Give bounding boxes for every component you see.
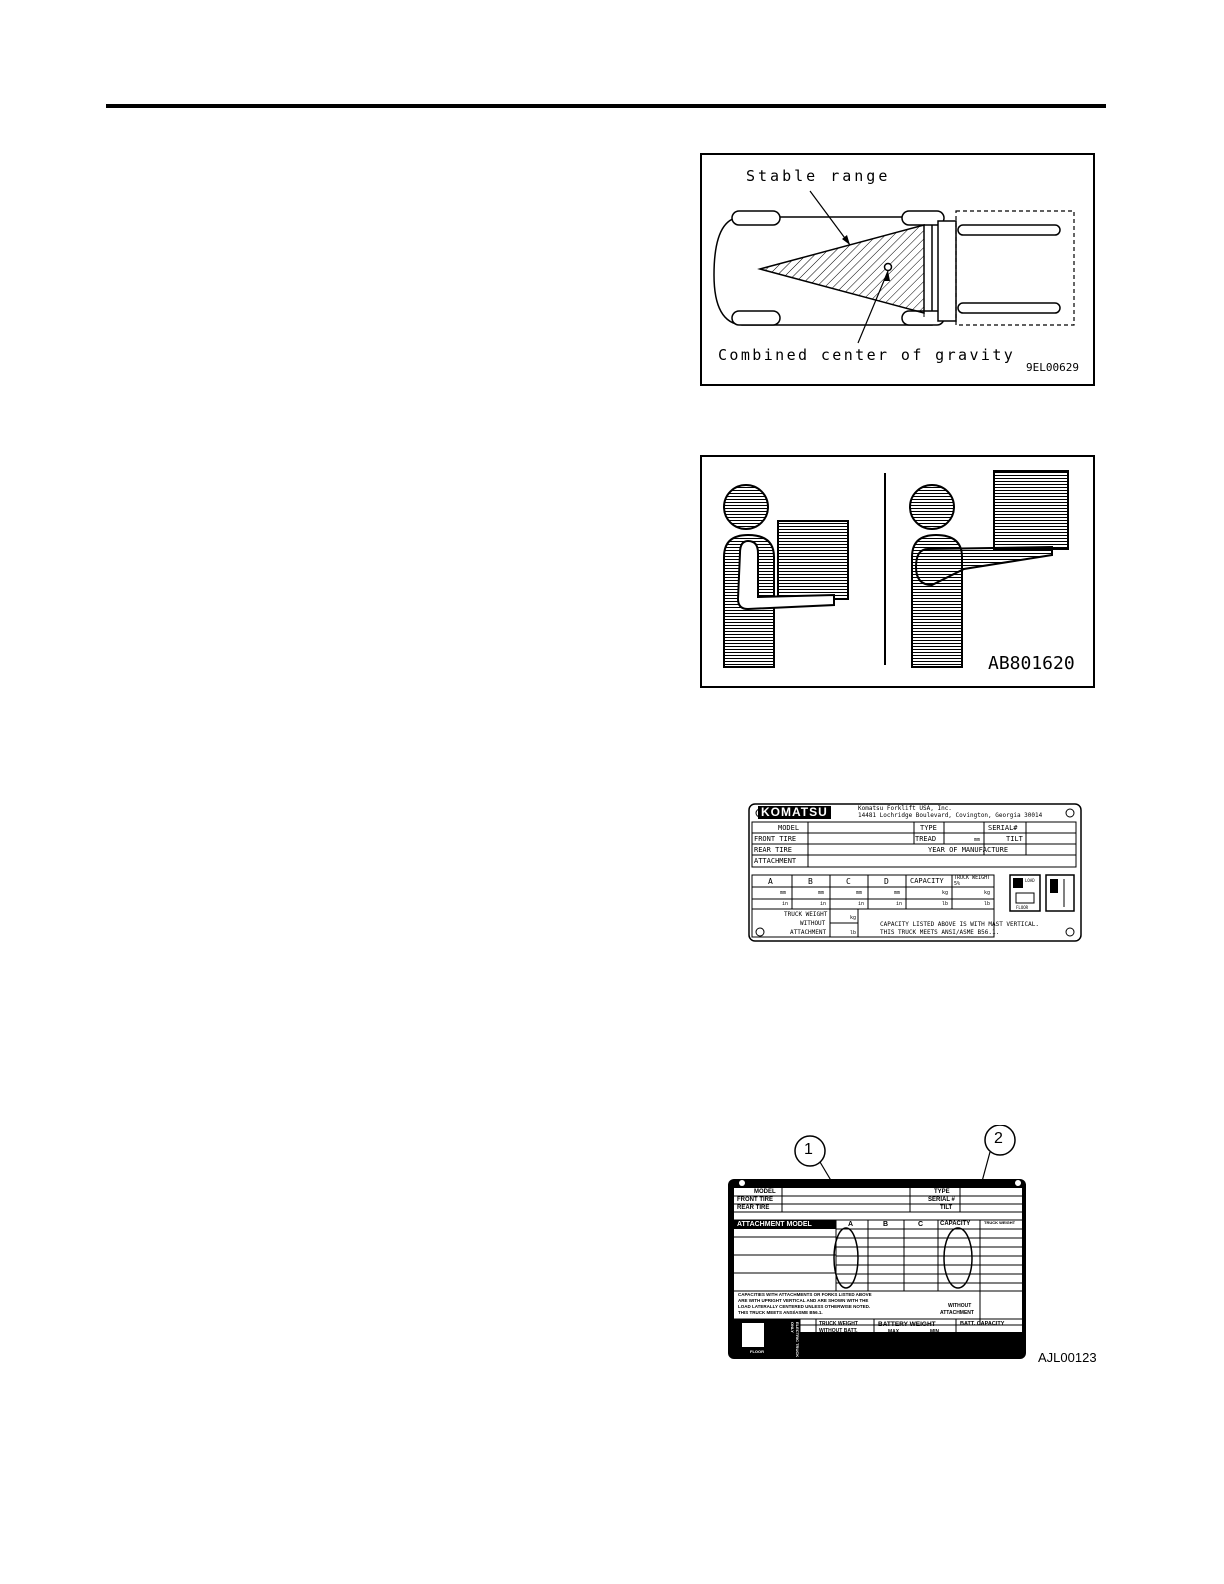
komatsu-logo: KOMATSU xyxy=(758,806,831,819)
callout-1: 1 xyxy=(804,1141,813,1158)
plate-mm-unit: mm xyxy=(894,890,901,896)
plate2-note-2: ARE WITH UPRIGHT VERTICAL AND ARE SHOWN … xyxy=(738,1298,869,1303)
plate-kg-unit: kg xyxy=(984,890,991,896)
figure-code: 9EL00629 xyxy=(1026,361,1079,374)
plate2-col-c: C xyxy=(918,1221,924,1228)
plate-mm-unit: mm xyxy=(974,837,981,843)
plate-in-unit: in xyxy=(782,901,789,907)
stable-range-label: Stable range xyxy=(746,167,891,185)
plate-tw-line2: WITHOUT xyxy=(800,920,826,927)
plate2-electric-label: ELECTRIC TRUCK ONLY xyxy=(790,1322,800,1358)
plate-attachment-label: ATTACHMENT xyxy=(754,857,797,865)
plate-col-d: D xyxy=(884,877,889,886)
plate-col-a: A xyxy=(768,877,773,886)
callout-2: 2 xyxy=(994,1130,1003,1147)
plate-capacity-label: CAPACITY xyxy=(910,877,944,885)
plate-front-tire-label: FRONT TIRE xyxy=(754,835,797,843)
plate-truck-weight-label: TRUCK WEIGHT 5% xyxy=(954,875,991,887)
plate2-attachment-model-label: ATTACHMENT MODEL xyxy=(737,1221,812,1228)
plate2-model-label: MODEL xyxy=(754,1189,776,1195)
plate-tw-line3: ATTACHMENT xyxy=(790,929,827,936)
plate-col-b: B xyxy=(808,877,813,886)
plate-in-unit: in xyxy=(858,901,865,907)
plate-floor-label: FLOOR xyxy=(1016,905,1029,910)
plate-lb-unit: lb xyxy=(942,901,949,907)
plate-lb-unit: lb xyxy=(984,901,991,907)
plate2-min-label: MIN xyxy=(930,1329,940,1335)
plate2-max-label: MAX xyxy=(888,1329,900,1335)
plate2-tw-attachment-label: ATTACHMENT xyxy=(940,1310,974,1316)
plate2-tw-without-label: WITHOUT xyxy=(948,1303,972,1309)
plate-note-1: CAPACITY LISTED ABOVE IS WITH MAST VERTI… xyxy=(880,921,1039,928)
plate-tw-line1: TRUCK WEIGHT xyxy=(784,911,828,918)
plate-model-label: MODEL xyxy=(778,824,800,832)
plate-tread-label: TREAD xyxy=(915,835,937,843)
plate-type-label: TYPE xyxy=(920,824,937,832)
plate2-serial-label: SERIAL # xyxy=(928,1197,955,1203)
plate-mm-unit: mm xyxy=(780,890,787,896)
plate2-truck-weight-label: TRUCK WEIGHT xyxy=(984,1220,1016,1225)
plate-company: Komatsu Forklift USA, Inc. xyxy=(858,805,952,812)
combined-center-of-gravity-label: Combined center of gravity xyxy=(718,346,1016,364)
plate-mm-unit: mm xyxy=(856,890,863,896)
plate-serial-label: SERIAL# xyxy=(988,824,1018,832)
plate2-floor-label: FLOOR xyxy=(750,1349,764,1354)
plate2-tw-batt-label-2: WITHOUT BATT. xyxy=(819,1328,858,1334)
plate2-rear-tire-label: REAR TIRE xyxy=(737,1205,770,1211)
plate2-note-3: LOAD LATERALLY CENTERED UNLESS OTHERWISE… xyxy=(738,1304,871,1309)
plate2-note-4: THIS TRUCK MEETS ANSI/ASME B56.1. xyxy=(738,1310,823,1315)
plate2-capacity-label: CAPACITY xyxy=(940,1221,971,1227)
plate-lb-unit: lb xyxy=(850,930,857,936)
plate-tilt-label: TILT xyxy=(1006,835,1023,843)
stable-range-figure: Stable range Combined center of gravity … xyxy=(700,153,1095,386)
plate-rear-tire-label: REAR TIRE xyxy=(754,846,792,854)
plate-year-label: YEAR OF MANUFACTURE xyxy=(928,846,1009,854)
plate2-front-tire-label: FRONT TIRE xyxy=(737,1197,773,1203)
plate-col-c: C xyxy=(846,877,851,886)
plate2-col-b: B xyxy=(883,1221,889,1228)
plate-address: 14481 Lochridge Boulevard, Covington, Ge… xyxy=(858,812,1043,819)
carrying-posture-figure: AB801620 xyxy=(700,455,1095,688)
figure-code: AJL00123 xyxy=(1038,1350,1097,1365)
plate2-col-a: A xyxy=(848,1221,854,1228)
capacity-plate-komatsu: KOMATSU Komatsu Forklift USA, Inc. 14481… xyxy=(748,803,1082,942)
plate-kg-unit: kg xyxy=(942,890,949,896)
attachment-plate-frame xyxy=(728,1124,1026,1359)
capacity-plate-frame xyxy=(748,803,1082,942)
plate-in-unit: in xyxy=(896,901,903,907)
header-rule xyxy=(106,104,1106,108)
plate2-note-1: CAPACITIES WITH ATTACHMENTS OR FORKS LIS… xyxy=(738,1292,872,1297)
plate-kg-unit: kg xyxy=(850,915,857,921)
plate-mm-unit: mm xyxy=(818,890,825,896)
plate2-tilt-label: TILT xyxy=(940,1205,953,1211)
plate2-tw-batt-label: TRUCK WEIGHT xyxy=(819,1321,858,1327)
plate2-batt-capacity-label: BATT. CAPACITY xyxy=(960,1321,1005,1327)
person-carrying-box-illustration xyxy=(723,470,1069,668)
forklift-top-view-illustration xyxy=(713,190,1075,344)
figure-code: AB801620 xyxy=(988,653,1075,674)
plate-in-unit: in xyxy=(820,901,827,907)
plate2-battery-weight-label: BATTERY WEIGHT xyxy=(878,1321,936,1328)
plate-note-2: THIS TRUCK MEETS ANSI/ASME B56.1. xyxy=(880,929,1000,936)
plate-load-label: LOAD xyxy=(1025,878,1035,883)
plate2-type-label: TYPE xyxy=(934,1189,950,1195)
capacity-plate-attachments: 1 2 MODEL TYPE FRONT TIRE SERIAL # REAR … xyxy=(728,1124,1108,1370)
